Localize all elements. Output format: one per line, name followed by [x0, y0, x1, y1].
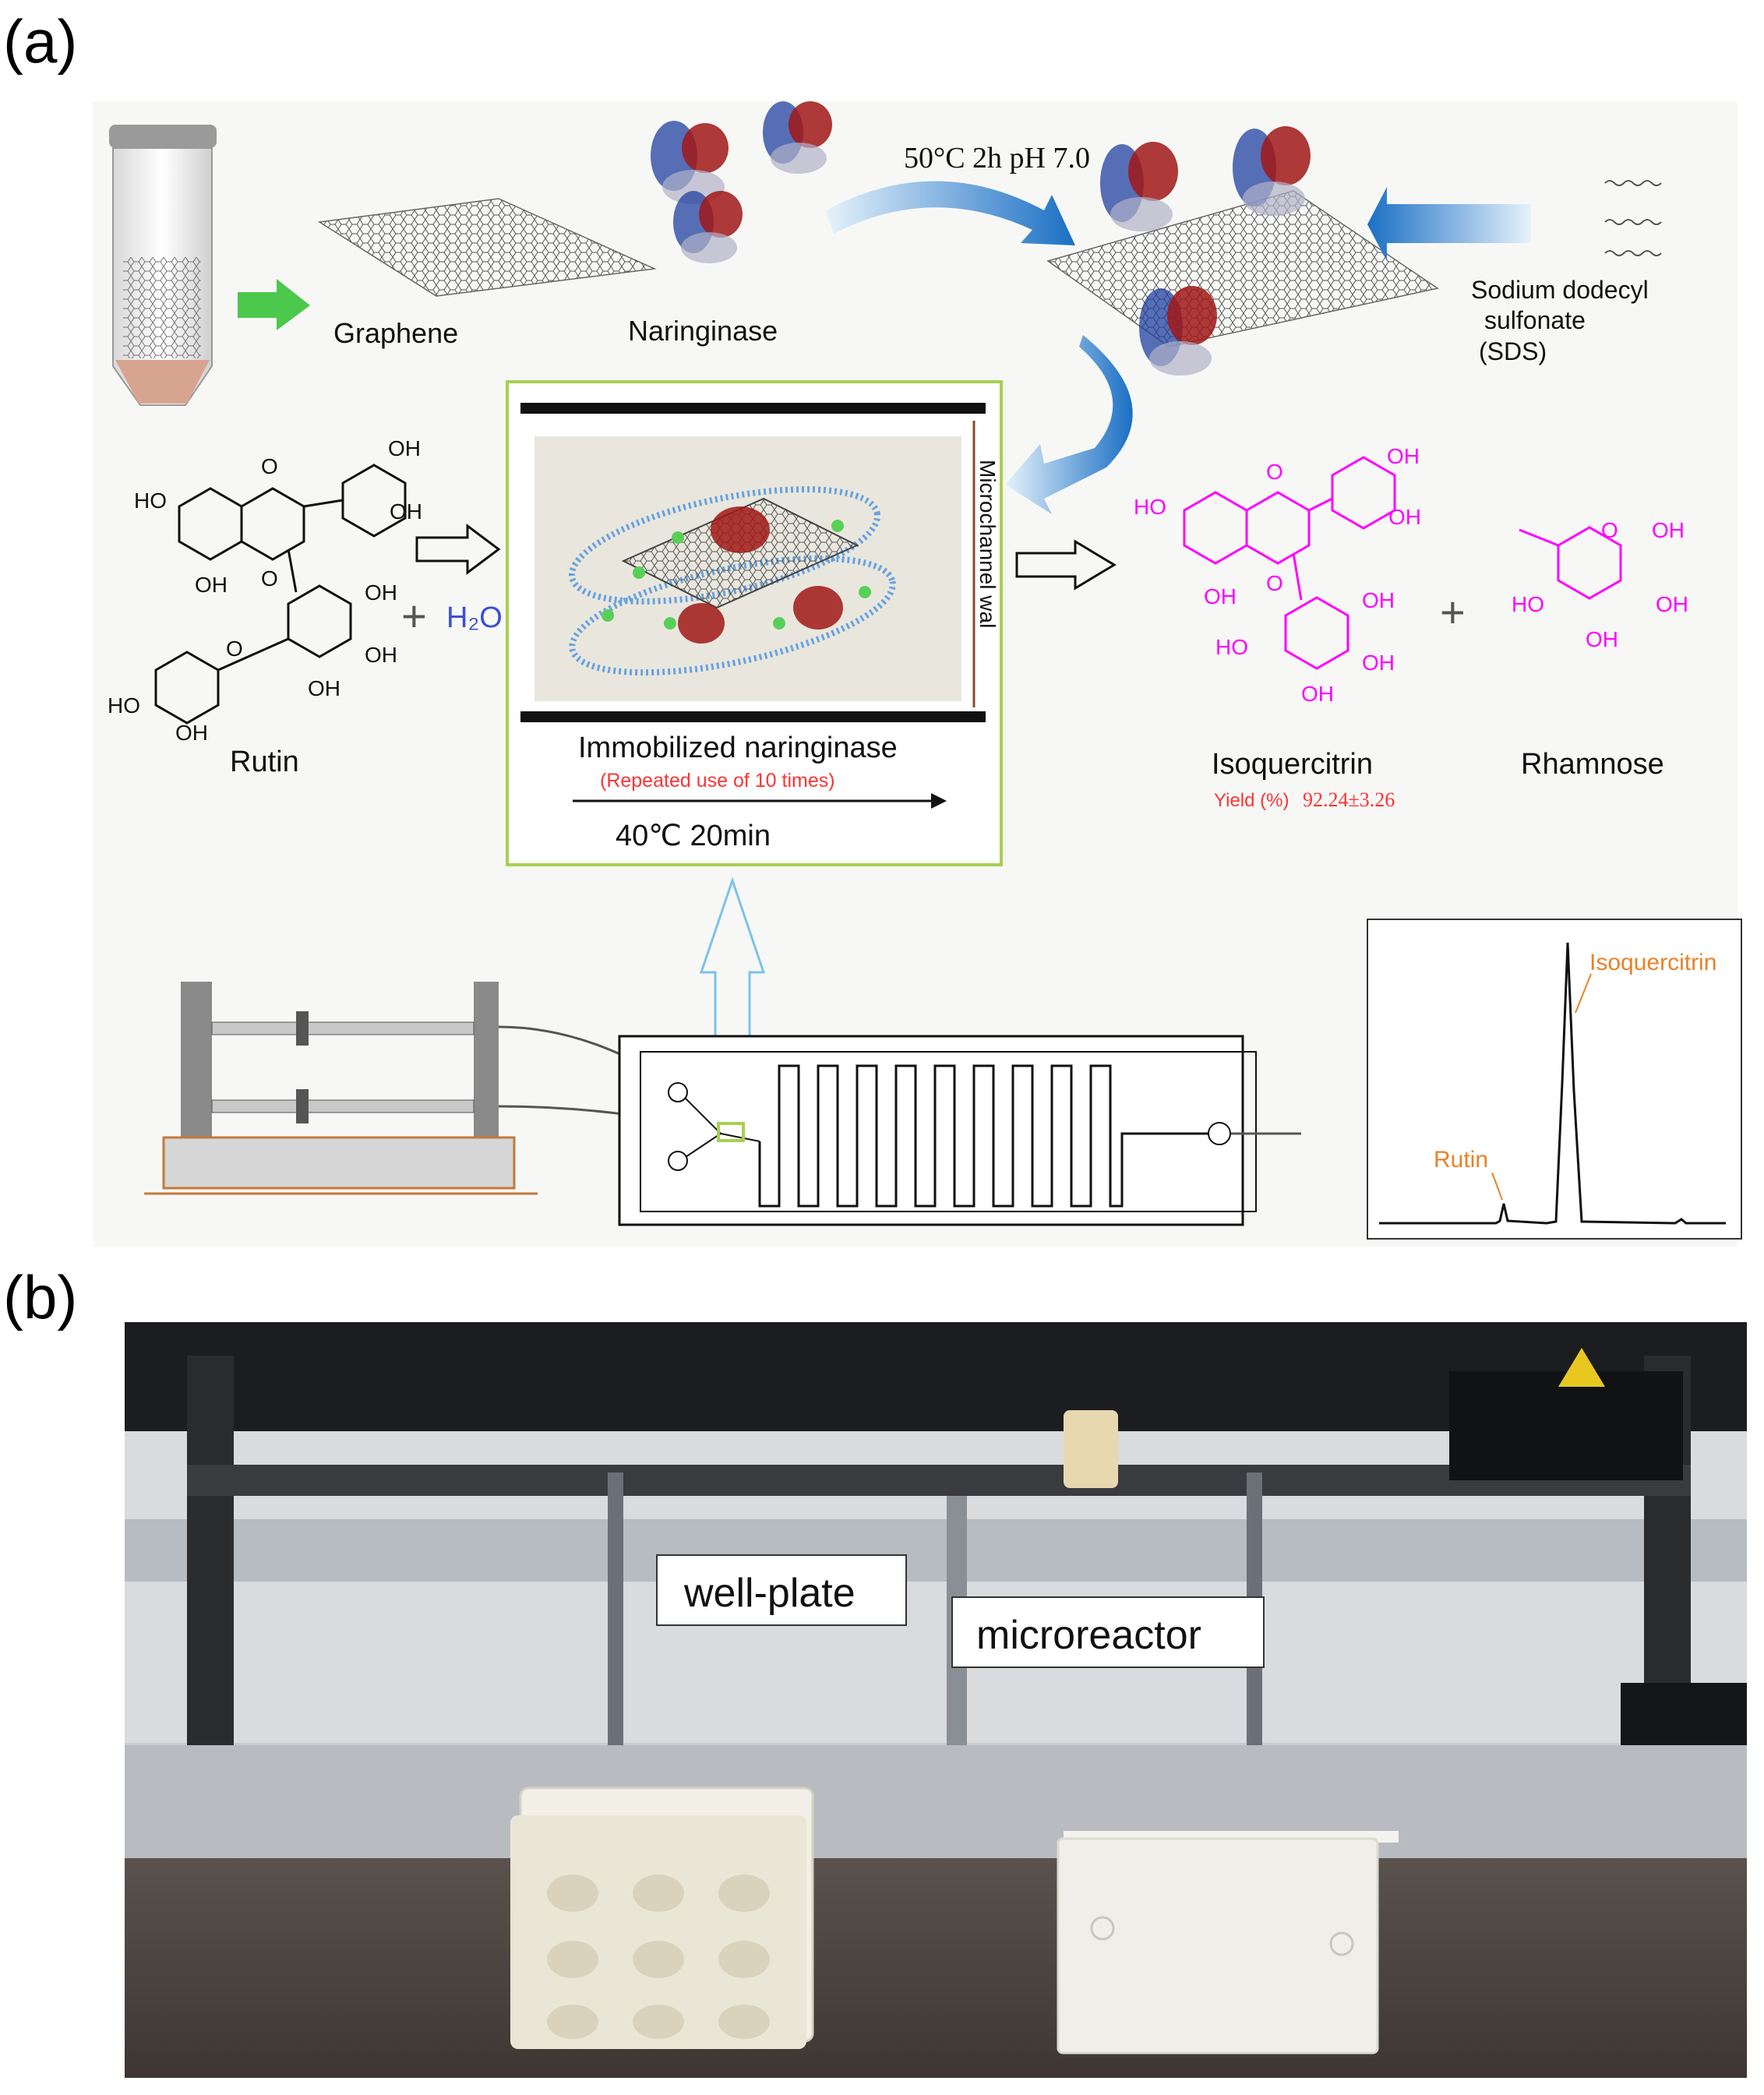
panel-a-label: (a) — [3, 7, 77, 76]
peak-isoquercitrin-label: Isoquercitrin — [1589, 950, 1716, 975]
sds-chains — [1604, 180, 1662, 256]
microreactor-label-box — [951, 1596, 1265, 1668]
sds-line3: (SDS) — [1479, 337, 1547, 365]
microreactor-chip — [618, 1035, 1301, 1226]
svg-text:OH: OH — [1362, 588, 1395, 612]
peak-rutin-label: Rutin — [1434, 1147, 1488, 1173]
sds-arrow-icon — [1367, 187, 1531, 261]
svg-text:OH: OH — [365, 580, 397, 605]
naringinase-label: Naringinase — [628, 315, 778, 347]
water-label: H₂O — [446, 601, 503, 634]
well-plate-label-box — [656, 1554, 907, 1626]
yield-label: Yield (%) — [1214, 790, 1289, 811]
tubing-1 — [498, 1025, 676, 1146]
photo — [125, 1322, 1747, 2078]
svg-text:HO: HO — [1134, 495, 1166, 519]
naringinase-proteins — [651, 101, 832, 263]
plus-sign: + — [401, 591, 427, 640]
open-arrow-in — [415, 524, 501, 575]
svg-text:OH: OH — [1388, 505, 1421, 529]
plus-sign-2: + — [1440, 587, 1466, 637]
svg-text:OH: OH — [1656, 592, 1688, 616]
svg-text:O: O — [261, 566, 278, 591]
repeated-use-label: (Repeated use of 10 times) — [600, 770, 835, 792]
chromatogram-trace — [1379, 942, 1726, 1225]
isoquercitrin-structure — [1183, 456, 1396, 670]
isoquercitrin-atoms: HO OH O O OH OH OH OH OH HO — [1134, 444, 1421, 706]
svg-text:HO: HO — [1512, 592, 1544, 616]
svg-text:OH: OH — [390, 499, 422, 524]
rutin-label: Rutin — [230, 746, 299, 778]
svg-text:OH: OH — [308, 676, 340, 700]
reaction-condition-2: 40℃ 20min — [616, 820, 771, 852]
tubing-2 — [498, 1105, 676, 1162]
svg-text:HO: HO — [134, 488, 167, 513]
svg-text:HO: HO — [108, 693, 140, 718]
svg-text:OH: OH — [1204, 584, 1237, 608]
green-arrow-icon — [238, 279, 310, 330]
immobilized-enzyme-cluster — [568, 486, 896, 676]
rhamnose-label: Rhamnose — [1521, 748, 1664, 781]
syringe-pump — [144, 982, 538, 1195]
functionalized-graphene — [1046, 126, 1439, 376]
test-tube-icon — [109, 125, 217, 406]
yield-value: 92.24±3.26 — [1303, 788, 1395, 811]
isoquercitrin-label: Isoquercitrin — [1212, 748, 1373, 781]
panel-b-label: (b) — [3, 1263, 77, 1331]
flow-arrow-head — [931, 793, 947, 809]
curved-arrow-icon — [826, 181, 1075, 245]
channel-wall-top — [520, 403, 986, 414]
svg-text:HO: HO — [1215, 635, 1248, 659]
open-arrow-out — [1015, 539, 1117, 591]
svg-text:O: O — [261, 454, 278, 478]
microchannel-label: Microchannel wal — [975, 460, 1000, 628]
graphene-sheet — [317, 198, 657, 297]
svg-text:OH: OH — [365, 643, 397, 667]
svg-text:O: O — [1266, 460, 1283, 484]
svg-text:OH: OH — [175, 721, 208, 745]
immobilization-arrow-icon — [1005, 335, 1133, 514]
svg-text:OH: OH — [1387, 444, 1420, 468]
rhamnose-structure — [1519, 526, 1622, 600]
rutin-structure — [154, 464, 407, 725]
svg-text:OH: OH — [1586, 627, 1618, 651]
rutin-atoms: HO OH O O OH OH OH OH OH HO OH O — [108, 436, 422, 745]
svg-text:OH: OH — [1301, 682, 1334, 706]
microreactor-label: microreactor — [976, 1613, 1201, 1658]
svg-text:O: O — [1266, 571, 1283, 595]
chromatogram: Rutin Isoquercitrin — [1367, 919, 1742, 1240]
svg-text:O: O — [1601, 518, 1618, 542]
svg-text:OH: OH — [195, 573, 228, 597]
channel-wall-bottom — [520, 711, 986, 722]
sds-line1: Sodium dodecyl — [1471, 276, 1649, 304]
svg-text:OH: OH — [1362, 651, 1395, 675]
rhamnose-atoms: O OH OH HO OH — [1512, 518, 1688, 651]
svg-text:OH: OH — [1652, 518, 1685, 542]
reaction-conditions: 50°C 2h pH 7.0 — [904, 142, 1090, 175]
immobilized-label: Immobilized naringinase — [578, 732, 898, 764]
graphene-label: Graphene — [333, 317, 458, 349]
svg-text:OH: OH — [388, 436, 421, 460]
svg-text:O: O — [226, 637, 243, 661]
sds-line2: sulfonate — [1484, 306, 1586, 334]
well-plate-label: well-plate — [683, 1571, 856, 1616]
